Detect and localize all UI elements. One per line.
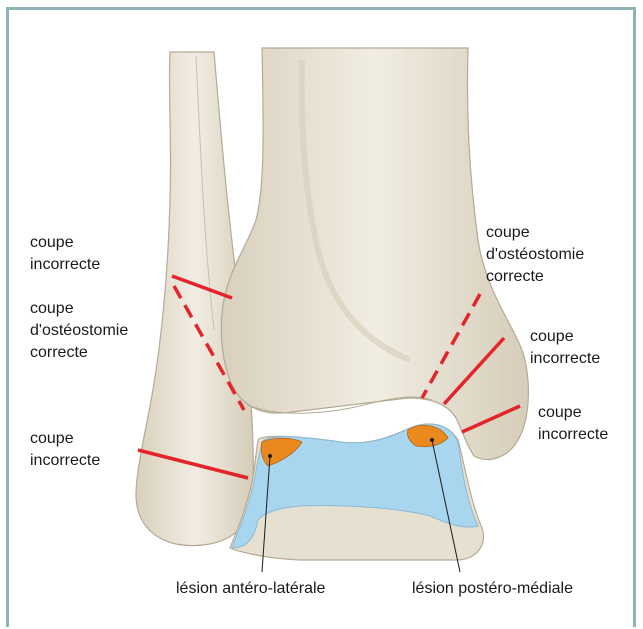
label-right-mid: coupe incorrecte	[530, 326, 600, 370]
leader-dot-left	[268, 454, 272, 458]
label-left-bottom: coupe incorrecte	[30, 428, 100, 472]
label-left-top: coupe incorrecte	[30, 232, 100, 276]
label-right-top: coupe d'ostéostomie correcte	[486, 222, 584, 288]
label-right-bottom: coupe incorrecte	[538, 402, 608, 446]
label-left-mid: coupe d'ostéostomie correcte	[30, 298, 128, 364]
label-lesion-antero-laterale: lésion antéro-latérale	[176, 578, 325, 600]
tibia-bone	[221, 48, 528, 459]
label-lesion-postero-mediale: lésion postéro-médiale	[412, 578, 573, 600]
leader-dot-right	[430, 438, 434, 442]
